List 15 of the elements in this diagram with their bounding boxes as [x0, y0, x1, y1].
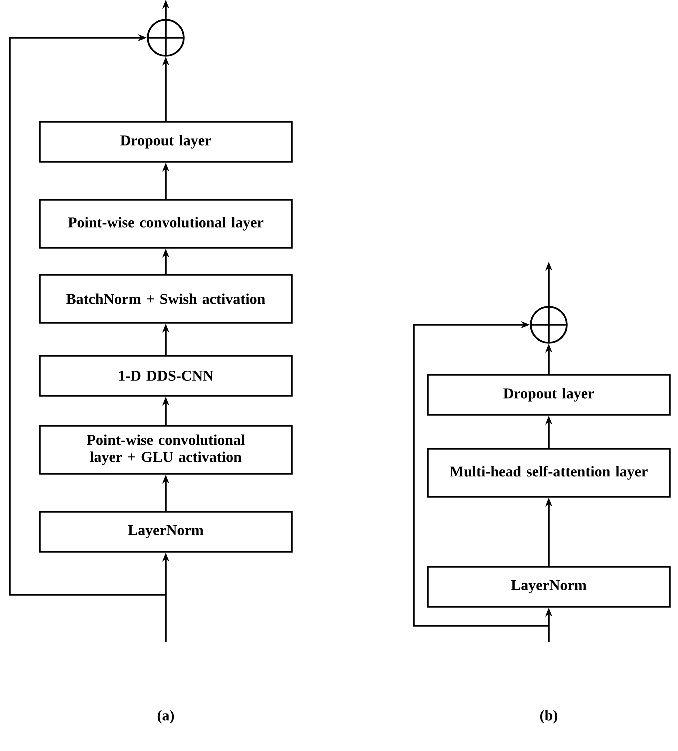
process-box: Point-wise convolutional layer + GLU activation [39, 425, 293, 475]
process-box: LayerNorm [39, 511, 293, 553]
arrow [9, 34, 166, 596]
process-box: Dropout layer [427, 374, 671, 416]
sum-circle [147, 19, 185, 57]
panel-label: (a) [158, 710, 174, 724]
process-box: BatchNorm + Swish activation [39, 274, 293, 324]
process-box: Dropout layer [39, 121, 293, 163]
sum-circle [530, 306, 568, 344]
process-box: Point-wise convolutional layer [39, 199, 293, 249]
process-box: Multi-head self-attention layer [427, 448, 671, 498]
panel-label: (b) [540, 710, 558, 724]
process-box: 1-D DDS-CNN [39, 355, 293, 397]
process-box: LayerNorm [427, 566, 671, 608]
arrow [413, 321, 549, 627]
